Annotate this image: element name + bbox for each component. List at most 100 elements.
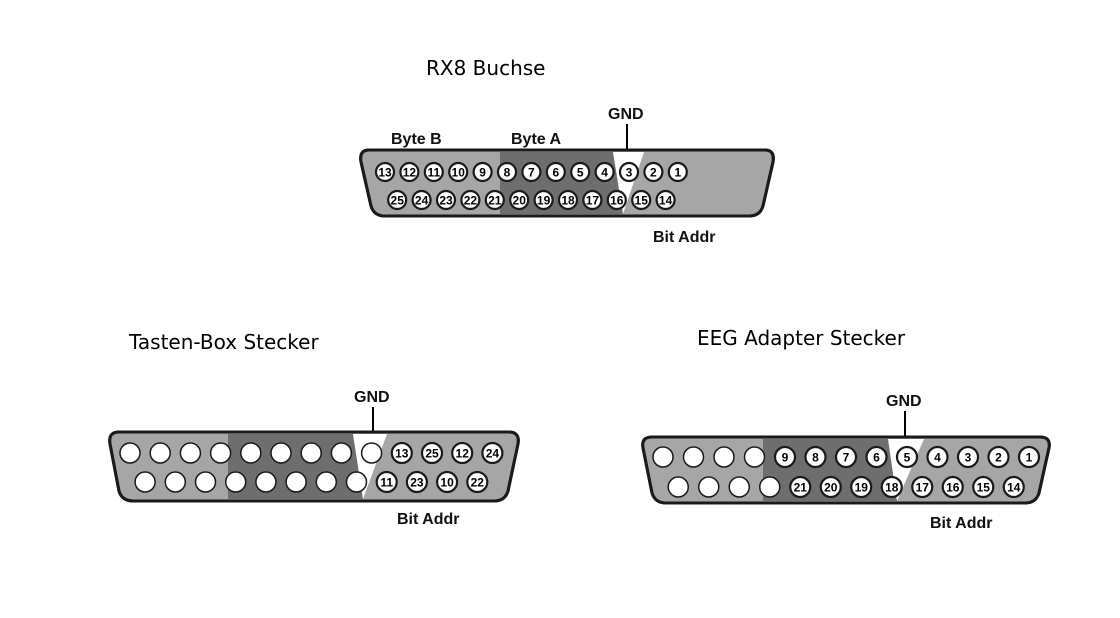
pin-top-5: [240, 442, 262, 464]
pin-top-7: 7: [521, 161, 542, 183]
pin-number: 10: [440, 476, 454, 490]
pin-bottom-5: 21: [484, 189, 505, 211]
byte-b-label: Byte B: [391, 131, 442, 148]
pin-bottom-8: 18: [557, 189, 579, 211]
pin-top-12: 12: [451, 441, 474, 465]
pin-bottom-8: 18: [880, 475, 903, 499]
pin-number: 25: [425, 447, 439, 461]
bit-addr-label: Bit Addr: [930, 515, 993, 532]
pin-number: 12: [456, 447, 470, 461]
pin-number: 6: [873, 451, 880, 465]
pin-number: 3: [965, 451, 972, 465]
pin-bottom-5: [255, 471, 277, 493]
pin-top-4: [743, 446, 766, 468]
pin-bottom-4: [759, 476, 781, 498]
pin-top-5: 9: [472, 161, 493, 183]
pin-bottom-6: [285, 471, 307, 493]
pin-bottom-12: 14: [655, 189, 676, 211]
pin-top-11: 25: [420, 441, 444, 465]
pin-number: 2: [650, 166, 657, 180]
pin-top-13: 1: [1017, 445, 1041, 469]
bit-addr-label: Bit Addr: [653, 229, 716, 246]
pin-top-2: [682, 446, 705, 468]
pin-bottom-10: 16: [941, 475, 964, 499]
pin-bottom-12: 14: [1002, 475, 1025, 499]
pin-bottom-6: 20: [819, 475, 842, 499]
pin-number: 5: [904, 451, 911, 465]
pin-number: 15: [977, 481, 991, 495]
pin-number: 13: [395, 447, 409, 461]
pin-number: 3: [626, 166, 633, 180]
pin-number: 6: [552, 166, 559, 180]
pin-number: 8: [812, 451, 819, 465]
gnd-label: GND: [886, 393, 922, 410]
pin-top-11: 3: [618, 161, 640, 183]
pin-bottom-10: 16: [606, 189, 627, 211]
pin-bottom-1: 25: [387, 189, 408, 211]
pin-bottom-11: 15: [631, 189, 652, 211]
pin-number: 20: [824, 481, 838, 495]
pin-bottom-1: [667, 476, 689, 498]
pin-top-9: 5: [895, 445, 919, 469]
pin-bottom-1: [134, 471, 156, 493]
pin-number: 9: [782, 451, 789, 465]
pin-bottom-7: [315, 471, 338, 493]
pin-number: 13: [378, 166, 392, 180]
pin-number: 12: [403, 166, 417, 180]
pin-top-7: 7: [834, 445, 858, 469]
pin-top-10: 4: [594, 161, 615, 183]
pin-top-6: 8: [496, 161, 518, 183]
pin-bottom-11: 10: [436, 470, 459, 494]
pin-number: 9: [479, 166, 486, 180]
pin-number: 4: [934, 451, 941, 465]
pin-bottom-4: 22: [460, 189, 481, 211]
pin-top-2: 12: [399, 161, 420, 183]
pin-top-8: 6: [865, 445, 888, 469]
pin-bottom-2: 24: [411, 189, 432, 211]
pin-number: 11: [427, 166, 440, 180]
pin-number: 18: [885, 481, 899, 495]
eeg-adapter-title: EEG Adapter Stecker: [697, 326, 906, 350]
pin-bottom-2: [164, 471, 187, 493]
pin-bottom-7: 19: [533, 189, 554, 211]
pin-bottom-2: [698, 476, 720, 498]
pin-number: 24: [486, 447, 500, 461]
pin-bottom-9: 11: [375, 470, 398, 494]
pin-number: 5: [577, 166, 584, 180]
pin-top-6: [270, 442, 292, 464]
pin-number: 14: [1007, 481, 1021, 495]
pin-number: 16: [946, 481, 960, 495]
pin-number: 22: [471, 476, 485, 490]
pin-top-10: 13: [390, 441, 413, 465]
pin-number: 23: [410, 476, 424, 490]
pin-top-5: 9: [773, 445, 797, 469]
pin-top-4: 10: [448, 161, 469, 183]
pin-number: 21: [794, 481, 808, 495]
pin-number: 1: [674, 166, 681, 180]
pin-top-1: 13: [374, 161, 396, 183]
pin-number: 8: [504, 166, 511, 180]
pin-number: 23: [439, 194, 453, 208]
pin-number: 19: [537, 194, 551, 208]
gnd-label: GND: [608, 106, 644, 123]
pin-number: 10: [452, 166, 466, 180]
pin-top-13: 24: [481, 441, 504, 465]
pin-bottom-3: [194, 471, 217, 493]
pin-number: 15: [635, 194, 649, 208]
pin-number: 7: [843, 451, 850, 465]
pin-number: 19: [855, 481, 869, 495]
pin-bottom-3: 23: [435, 189, 457, 211]
pin-number: 18: [561, 194, 575, 208]
pin-bottom-8: [345, 471, 368, 493]
tasten-box-title: Tasten-Box Stecker: [129, 330, 319, 354]
pin-top-9: 5: [570, 161, 591, 183]
pin-number: 20: [513, 194, 527, 208]
pin-number: 2: [995, 451, 1002, 465]
pin-top-3: 11: [423, 161, 444, 183]
pin-number: 21: [488, 194, 502, 208]
pin-top-8: [330, 442, 353, 464]
pin-bottom-5: 21: [789, 475, 812, 499]
